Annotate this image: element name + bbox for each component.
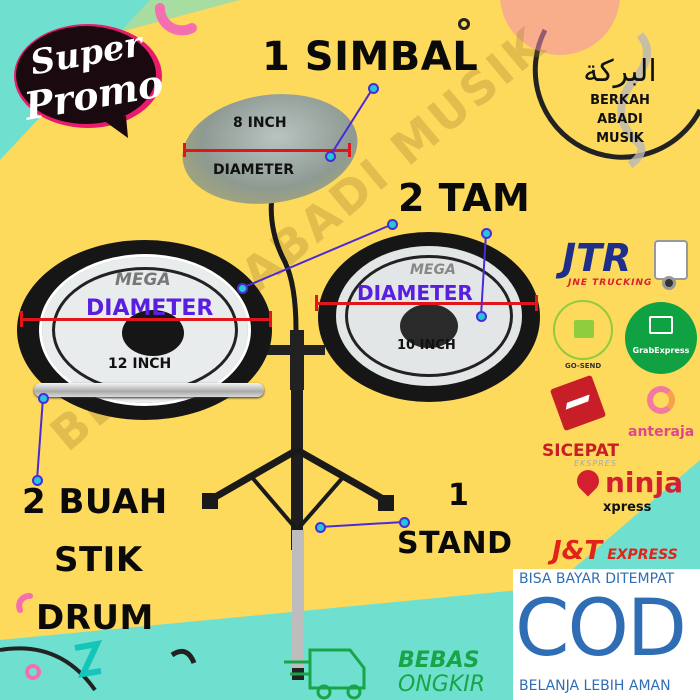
- package-hand-icon: [649, 316, 673, 334]
- free-shipping-line-2: ONGKIR: [398, 672, 486, 697]
- cod-main-text: COD: [515, 584, 687, 674]
- drum-left-diameter-line: [20, 318, 272, 321]
- cymbal-diameter-label: DIAMETER: [213, 162, 295, 178]
- cod-top-text: BISA BAYAR DITEMPAT: [519, 571, 675, 587]
- jtr-logo-text: JTR: [562, 236, 632, 280]
- courier-sicepat: SICEPAT EKSPRES: [542, 374, 638, 470]
- free-shipping-line-1: BEBAS: [398, 648, 480, 673]
- grab-label: GrabExpress: [632, 346, 690, 355]
- cod-bottom-text: BELANJA LEBIH AMAN: [519, 678, 671, 694]
- sicepat-label: SICEPAT: [542, 441, 619, 461]
- cymbal-title: 1 SIMBAL: [262, 34, 479, 80]
- courier-jtr: JTR JNE TRUCKING: [562, 236, 692, 292]
- drum-right-diameter-line: [315, 302, 537, 305]
- store-arabic-name: البركة: [583, 54, 657, 89]
- callout-dot: [315, 522, 326, 533]
- drum-right-size: 10 INCH: [397, 338, 456, 353]
- measure-tick: [315, 295, 318, 311]
- truck-icon: [654, 240, 688, 280]
- tam-title: 2 TAM: [398, 176, 531, 220]
- sticks-title-2: STIK: [54, 540, 143, 580]
- sicepat-icon: [549, 374, 607, 432]
- drum-sticks: [34, 383, 264, 397]
- drum-right: [318, 232, 540, 402]
- callout-dot: [32, 475, 43, 486]
- courier-ninja: ninja xpress: [572, 465, 697, 520]
- store-name-3: MUSIK: [596, 131, 644, 146]
- callout-dot: [237, 283, 248, 294]
- jnt-sub: EXPRESS: [607, 547, 678, 563]
- delivery-truck-icon: [284, 648, 366, 700]
- truck-wheel-icon: [662, 276, 676, 290]
- callout-dot: [368, 83, 379, 94]
- drum-right-brand: MEGA: [410, 262, 456, 278]
- cod-banner: BISA BAYAR DITEMPAT COD BELANJA LEBIH AM…: [513, 569, 700, 700]
- measure-tick: [535, 295, 538, 311]
- measure-tick: [348, 143, 351, 157]
- jnt-label: J&T: [552, 536, 603, 566]
- sticks-title-3: DRUM: [36, 598, 154, 638]
- anteraja-label: anteraja: [628, 424, 695, 440]
- ninja-sub: xpress: [603, 500, 652, 515]
- store-name-2: ABADI: [597, 112, 643, 127]
- callout-dot: [399, 517, 410, 528]
- measure-tick: [183, 143, 186, 157]
- callout-dot: [481, 228, 492, 239]
- store-logo: البركة BERKAH ABADI MUSIK: [560, 55, 680, 148]
- gosend-label: GO-SEND: [565, 362, 602, 370]
- drum-right-diameter-label: DIAMETER: [357, 281, 473, 305]
- sticks-title-1: 2 BUAH: [22, 482, 168, 522]
- measure-tick: [20, 311, 23, 327]
- store-name-1: BERKAH: [590, 93, 650, 108]
- callout-dot: [325, 151, 336, 162]
- callout-dot: [387, 219, 398, 230]
- super-promo-badge: Super Promo: [8, 20, 166, 138]
- callout-dot: [38, 393, 49, 404]
- drum-left-brand: MEGA: [115, 270, 171, 290]
- box-icon: [574, 320, 594, 338]
- decor-ring: [458, 18, 470, 30]
- free-shipping-badge: BEBAS ONGKIR: [280, 640, 512, 700]
- cymbal-diameter-line: [183, 149, 351, 152]
- callout-dot: [476, 311, 487, 322]
- jtr-sub-text: JNE TRUCKING: [568, 278, 653, 288]
- drum-left-diameter-label: DIAMETER: [86, 296, 214, 321]
- ninja-pin-icon: [572, 465, 604, 497]
- courier-grab: GrabExpress: [625, 302, 697, 374]
- measure-tick: [269, 311, 272, 327]
- sicepat-sub: EKSPRES: [574, 459, 617, 468]
- drum-left-size: 12 INCH: [108, 356, 172, 372]
- courier-gosend: [553, 300, 613, 360]
- anteraja-icon: [647, 386, 675, 414]
- stand-title-2: STAND: [397, 526, 513, 561]
- stand-title-1: 1: [448, 478, 470, 513]
- courier-anteraja: anteraja: [625, 378, 700, 453]
- courier-jnt: J&T EXPRESS: [552, 536, 700, 568]
- cymbal-size: 8 INCH: [233, 115, 287, 131]
- ninja-label: ninja: [605, 466, 683, 499]
